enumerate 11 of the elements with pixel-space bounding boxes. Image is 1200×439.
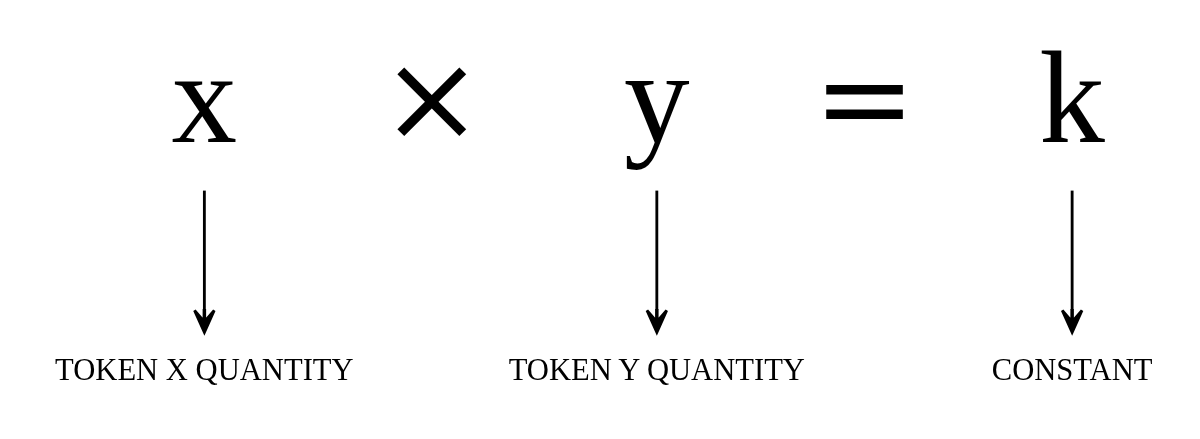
node-text: k <box>1039 24 1105 170</box>
arrow <box>1060 190 1084 334</box>
label: × <box>380 25 483 169</box>
node-text: TOKEN Y QUANTITY <box>508 352 805 387</box>
arrow <box>193 190 216 334</box>
label: = <box>813 25 916 169</box>
node-text: y <box>624 24 690 170</box>
node-text: CONSTANT <box>991 352 1153 387</box>
node-text: TOKEN X QUANTITY <box>55 352 354 387</box>
arrow <box>645 190 669 334</box>
node-text: x <box>171 24 238 170</box>
